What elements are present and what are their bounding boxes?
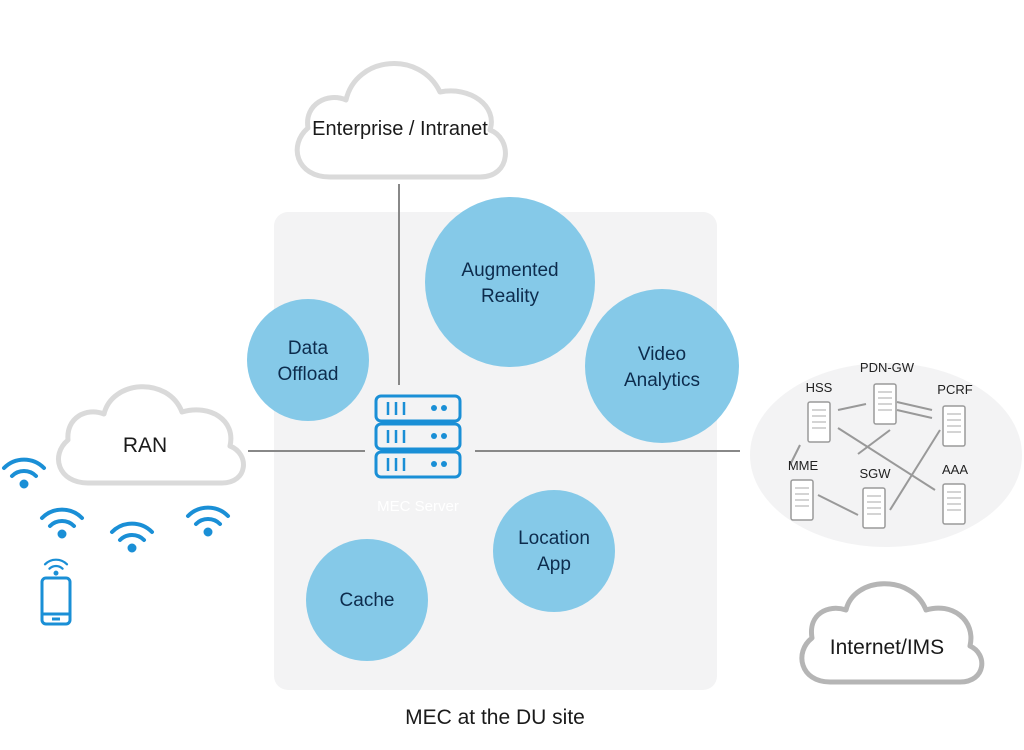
mme-label: MME [787,458,819,473]
video-analytics-label: Video Analytics [623,344,701,391]
sgw-label: SGW [859,466,891,481]
hss-label: HSS [805,380,833,395]
ran-label: RAN [122,434,168,457]
bubble-location-app [493,490,615,612]
server-icon [374,394,462,479]
wifi-icon [186,505,230,537]
bubble-data-offload [247,299,369,421]
ran-cloud [56,384,246,486]
bubble-augmented-reality [425,197,595,367]
wifi-icon [40,507,84,539]
core-server-slots [795,391,961,515]
bubble-cache [306,539,428,661]
aaa-label: AAA [941,462,968,477]
wifi-icon [110,521,154,553]
enterprise-cloud [294,61,508,180]
cache-label: Cache [339,590,395,611]
enterprise-label: Enterprise / Intranet [312,118,488,140]
augmented-reality-label: Augmented Reality [461,260,559,307]
wifi-icon [2,457,46,489]
pcrf-label: PCRF [937,382,973,397]
core-servers [790,383,966,529]
wifi-icons [2,457,230,576]
server-icon-details [386,402,406,471]
server-icon-leds [431,405,447,467]
pdn-gw-label: PDN-GW [859,360,915,375]
wifi-icon [43,558,69,576]
server-label: MEC Server [377,498,459,515]
internet-cloud [799,581,985,685]
phone-icon [40,576,72,626]
location-app-label: Location App [518,528,590,575]
data-offload-label: Data Offload [277,338,339,385]
bubble-video-analytics [585,289,739,443]
internet-label: Internet/IMS [829,636,945,659]
core-links [789,401,941,516]
caption: MEC at the DU site [405,706,585,729]
